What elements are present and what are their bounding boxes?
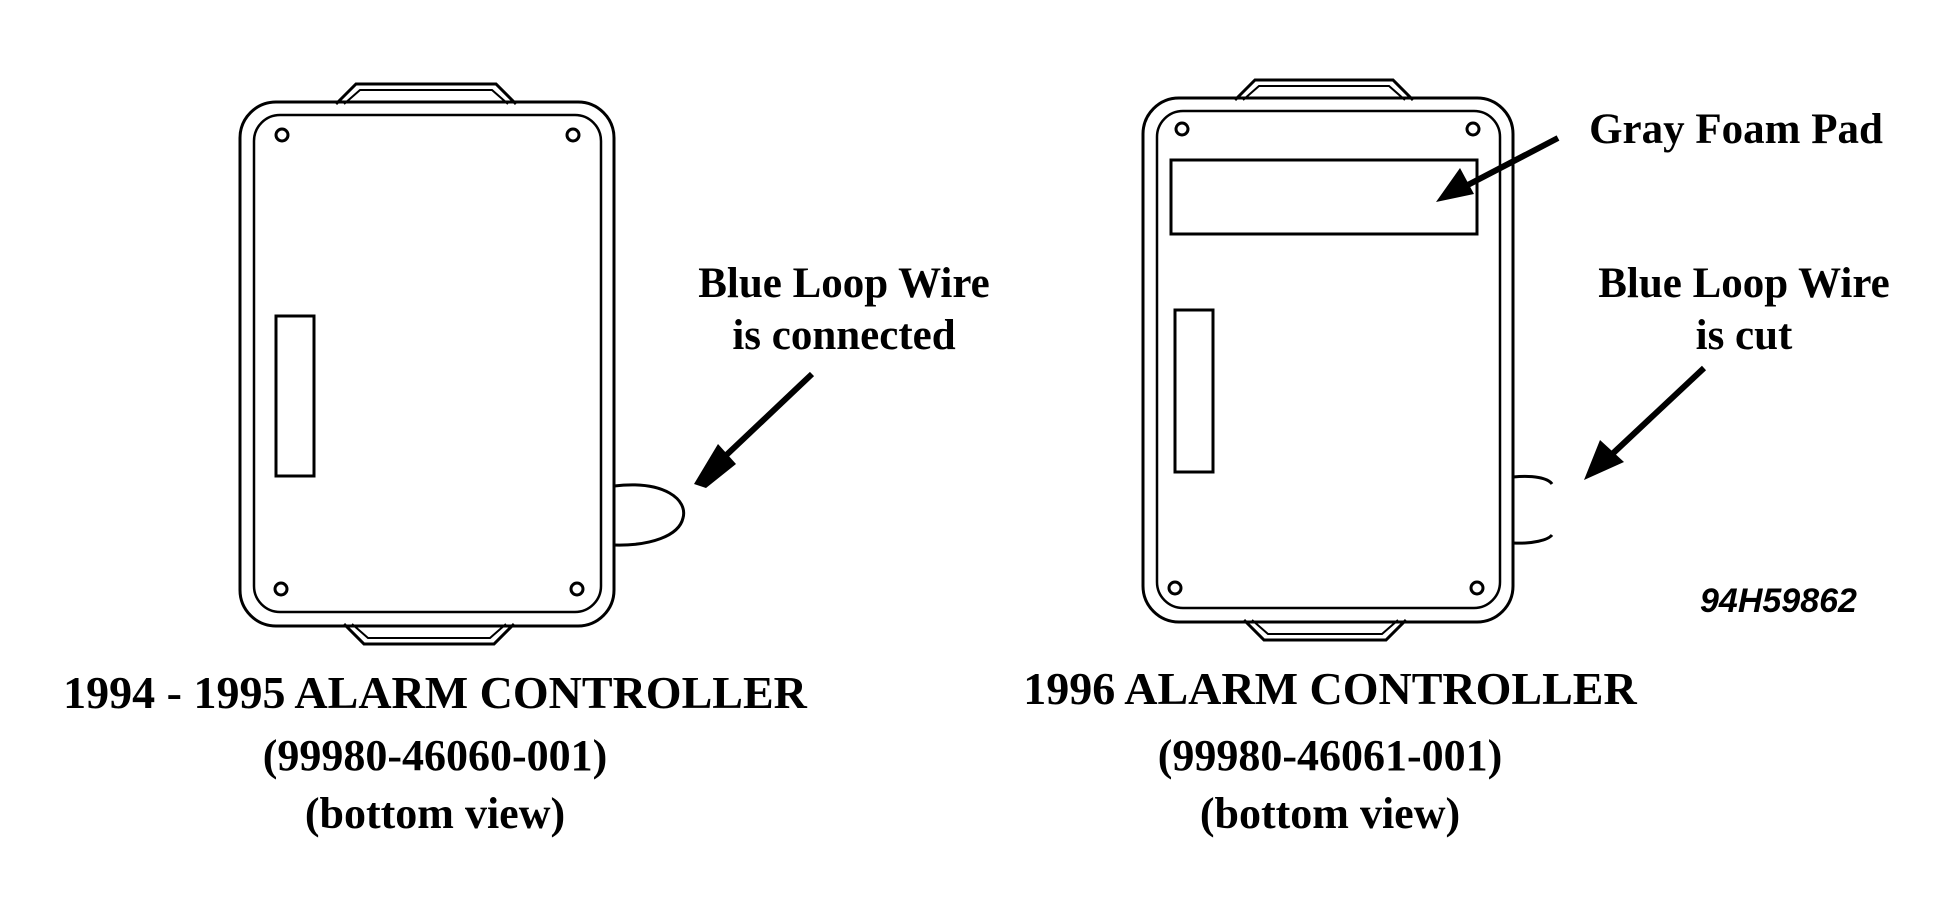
left-view-note: (bottom view)	[304, 789, 566, 838]
right-part-number: (99980-46061-001)	[1157, 731, 1503, 780]
right-screw-tr	[1465, 121, 1481, 137]
right-gray-foam-pad	[1169, 158, 1479, 236]
right-blue-loop-wire-upper	[1512, 474, 1554, 486]
left-screw-bl	[273, 581, 289, 597]
right-housing-outer	[1141, 96, 1515, 624]
left-blue-loop-wire	[613, 483, 686, 547]
left-controller-title: 1994 - 1995 ALARM CONTROLLER	[63, 667, 807, 718]
right-callout-arrow	[1605, 365, 1707, 461]
right-bottom-tab	[1242, 618, 1408, 642]
left-controller	[238, 82, 686, 646]
right-controller-title: 1996 ALARM CONTROLLER	[1023, 663, 1637, 714]
left-screw-tl	[274, 127, 290, 143]
right-screw-bl	[1167, 580, 1183, 596]
right-screw-tl	[1174, 121, 1190, 137]
right-housing-inner	[1155, 109, 1502, 610]
left-housing-outer	[238, 100, 616, 628]
left-bottom-tab	[342, 622, 516, 646]
right-view-note: (bottom view)	[1199, 789, 1461, 838]
left-callout-line1: Blue Loop Wire	[698, 260, 990, 307]
right-callout-line1: Blue Loop Wire	[1598, 260, 1890, 307]
left-callout-line2: is connected	[732, 312, 956, 359]
right-screw-br	[1469, 580, 1485, 596]
right-blue-loop-wire-lower	[1512, 533, 1554, 545]
right-controller	[1141, 78, 1554, 642]
right-top-tab	[1233, 78, 1415, 102]
right-arrowhead	[1584, 440, 1624, 480]
left-part-number: (99980-46060-001)	[262, 731, 608, 780]
left-connector-slot	[274, 314, 316, 478]
figure-code: 94H59862	[1700, 582, 1857, 620]
foam-pad-arrow	[1460, 135, 1560, 191]
right-connector-slot	[1173, 308, 1215, 474]
left-top-tab	[334, 82, 518, 106]
right-callout-line2: is cut	[1695, 312, 1793, 359]
left-housing-inner	[252, 113, 603, 614]
left-screw-br	[569, 581, 585, 597]
foam-pad-arrowhead	[1436, 168, 1474, 202]
left-screw-tr	[565, 127, 581, 143]
foam-pad-label: Gray Foam Pad	[1589, 106, 1883, 153]
left-arrowhead	[694, 444, 736, 488]
